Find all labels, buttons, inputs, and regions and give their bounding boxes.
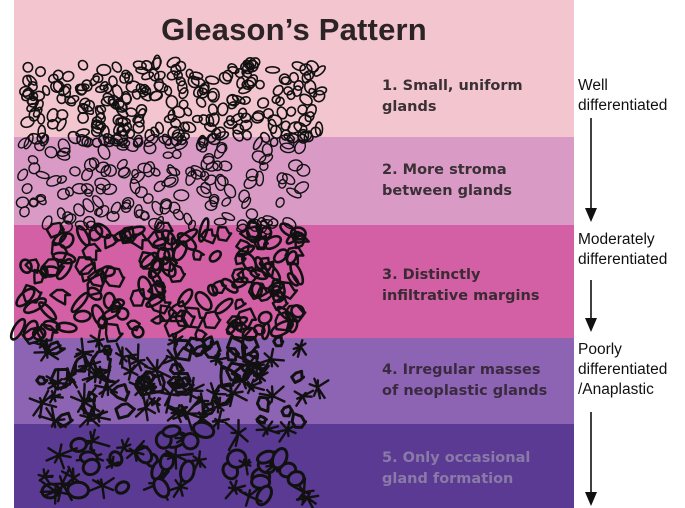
band-label-line: of neoplastic glands <box>382 381 572 402</box>
band-label-line: infiltrative margins <box>382 286 572 307</box>
side-label-line: differentiated <box>578 360 685 380</box>
band-label-line: 4. Irregular masses <box>382 360 572 381</box>
band-label-line: 5. Only occasional <box>382 448 572 469</box>
side-label-line: differentiated <box>578 250 685 270</box>
side-label-line: Well <box>578 76 685 96</box>
arrows-group <box>585 118 597 506</box>
side-label-line: Moderately <box>578 230 685 250</box>
band-label-line: 3. Distinctly <box>382 265 572 286</box>
side-label-line: Poorly <box>578 340 685 360</box>
poorly-differentiated-label: Poorly differentiated /Anaplastic <box>578 340 685 400</box>
down-arrow-icon <box>585 280 597 332</box>
band-label-2: 2. More stroma between glands <box>382 160 572 202</box>
band-label-line: between glands <box>382 181 572 202</box>
gland-drawing <box>8 55 328 508</box>
band-label-1: 1. Small, uniform glands <box>382 76 572 118</box>
band-label-3: 3. Distinctly infiltrative margins <box>382 265 572 307</box>
band-label-line: 2. More stroma <box>382 160 572 181</box>
band-label-5: 5. Only occasional gland formation <box>382 448 572 490</box>
band-label-line: glands <box>382 97 572 118</box>
side-label-line: /Anaplastic <box>578 380 685 400</box>
well-differentiated-label: Well differentiated <box>578 76 685 116</box>
band-label-4: 4. Irregular masses of neoplastic glands <box>382 360 572 402</box>
figure-title: Gleason’s Pattern <box>14 12 574 48</box>
down-arrow-icon <box>585 412 597 506</box>
band-label-line: 1. Small, uniform <box>382 76 572 97</box>
band-label-line: gland formation <box>382 469 572 490</box>
down-arrow-icon <box>585 118 597 222</box>
side-label-line: differentiated <box>578 96 685 116</box>
moderately-differentiated-label: Moderately differentiated <box>578 230 685 270</box>
